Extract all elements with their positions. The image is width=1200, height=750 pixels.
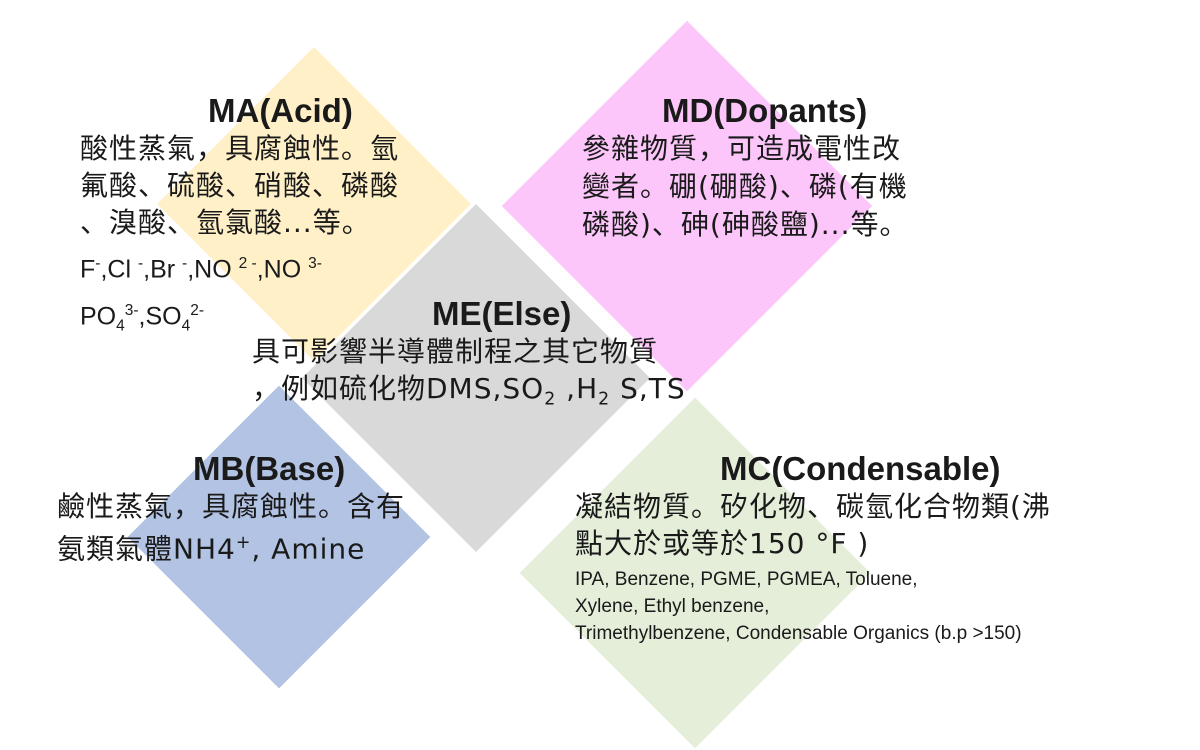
ion-text: ,Br bbox=[143, 255, 183, 284]
ion-charge: - bbox=[137, 255, 144, 272]
ion-text: ,NO bbox=[187, 255, 239, 284]
base-desc-line: 鹼性蒸氣，具腐蝕性。含有 bbox=[57, 490, 406, 523]
ion-charge: - bbox=[95, 255, 101, 272]
base-desc-superscript: + bbox=[235, 533, 252, 553]
acid-desc-line: 酸性蒸氣，具腐蝕性。氫 bbox=[80, 132, 400, 165]
ion-text: ,SO bbox=[138, 302, 182, 331]
else-desc-line: ，例如硫化物DMS,SO2 ,H2 S,TS bbox=[252, 370, 812, 419]
condensable-example-line: IPA, Benzene, PGME, PGMEA, Toluene, bbox=[575, 569, 918, 590]
dopants-description: 參雜物質，可造成電性改 變者。硼(硼酸)、磷(有機 磷酸)、砷(砷酸鹽)...等… bbox=[582, 130, 1002, 244]
condensable-block: MC(Condensable) 凝結物質。矽化物、碳氫化合物類(沸 點大於或等於… bbox=[575, 450, 1175, 647]
ion-charge: 3- bbox=[124, 302, 139, 320]
base-desc-text: 氨類氣體NH4 bbox=[57, 532, 236, 566]
else-description: 具可影響半導體制程之其它物質 ，例如硫化物DMS,SO2 ,H2 S,TS bbox=[252, 333, 812, 419]
else-desc-line: 具可影響半導體制程之其它物質 bbox=[252, 335, 659, 368]
condensable-title: MC(Condensable) bbox=[720, 450, 1001, 487]
condensable-example-line: Trimethylbenzene, Condensable Organics (… bbox=[575, 623, 1022, 644]
acid-desc-line: 氟酸、硫酸、硝酸、磷酸 bbox=[80, 169, 400, 202]
condensable-desc-line: 點大於或等於150 °F ) bbox=[575, 527, 870, 560]
base-title: MB(Base) bbox=[193, 450, 346, 487]
else-desc-subscript: 2 bbox=[544, 389, 557, 410]
ion-charge: 2 - bbox=[238, 255, 257, 272]
acid-desc-line: 、溴酸、氫氯酸...等。 bbox=[80, 206, 371, 239]
acid-ion-formulas: F-,Cl -,Br -,NO 2 -,NO 3- PO43-,SO42- bbox=[80, 243, 480, 347]
else-desc-subscript: 2 bbox=[598, 389, 611, 410]
ion-text: ,NO bbox=[256, 255, 309, 284]
acid-ion-line-1: F-,Cl -,Br -,NO 2 -,NO 3- bbox=[80, 243, 480, 290]
ion-charge: 2- bbox=[190, 302, 205, 320]
base-desc-text: , Amine bbox=[251, 532, 366, 566]
ion-text: F bbox=[80, 255, 96, 284]
base-desc-line: 氨類氣體NH4+, Amine bbox=[57, 525, 497, 567]
dopants-desc-line: 參雜物質，可造成電性改 bbox=[582, 132, 902, 165]
acid-block: MA(Acid) 酸性蒸氣，具腐蝕性。氫 氟酸、硫酸、硝酸、磷酸 、溴酸、氫氯酸… bbox=[80, 92, 480, 347]
dopants-title: MD(Dopants) bbox=[662, 92, 868, 129]
ion-text: PO bbox=[80, 302, 117, 331]
ion-charge: - bbox=[182, 255, 188, 272]
acid-description: 酸性蒸氣，具腐蝕性。氫 氟酸、硫酸、硝酸、磷酸 、溴酸、氫氯酸...等。 bbox=[80, 130, 480, 241]
else-desc-text: ，例如硫化物DMS,SO bbox=[252, 372, 545, 405]
ion-subscript: 4 bbox=[116, 317, 125, 335]
else-title: ME(Else) bbox=[432, 295, 572, 332]
else-desc-text: ,H bbox=[556, 372, 599, 405]
base-description: 鹼性蒸氣，具腐蝕性。含有 氨類氣體NH4+, Amine bbox=[57, 488, 497, 567]
ion-subscript: 4 bbox=[181, 317, 191, 335]
condensable-example-line: Xylene, Ethyl benzene, bbox=[575, 596, 770, 617]
acid-ion-line-2: PO43-,SO42- bbox=[80, 290, 480, 346]
dopants-block: MD(Dopants) 參雜物質，可造成電性改 變者。硼(硼酸)、磷(有機 磷酸… bbox=[582, 92, 1002, 244]
ion-text: ,Cl bbox=[100, 255, 138, 284]
condensable-examples: IPA, Benzene, PGME, PGMEA, Toluene, Xyle… bbox=[575, 566, 1175, 647]
condensable-description: 凝結物質。矽化物、碳氫化合物類(沸 點大於或等於150 °F ) bbox=[575, 488, 1175, 562]
condensable-desc-line: 凝結物質。矽化物、碳氫化合物類(沸 bbox=[575, 490, 1051, 523]
else-desc-text: S,TS bbox=[610, 372, 686, 405]
base-block: MB(Base) 鹼性蒸氣，具腐蝕性。含有 氨類氣體NH4+, Amine bbox=[57, 450, 497, 567]
else-block: ME(Else) 具可影響半導體制程之其它物質 ，例如硫化物DMS,SO2 ,H… bbox=[252, 295, 812, 419]
dopants-desc-line: 變者。硼(硼酸)、磷(有機 bbox=[582, 170, 908, 203]
acid-title: MA(Acid) bbox=[208, 92, 353, 129]
ion-charge: 3- bbox=[308, 255, 322, 272]
dopants-desc-line: 磷酸)、砷(砷酸鹽)...等。 bbox=[582, 208, 909, 241]
